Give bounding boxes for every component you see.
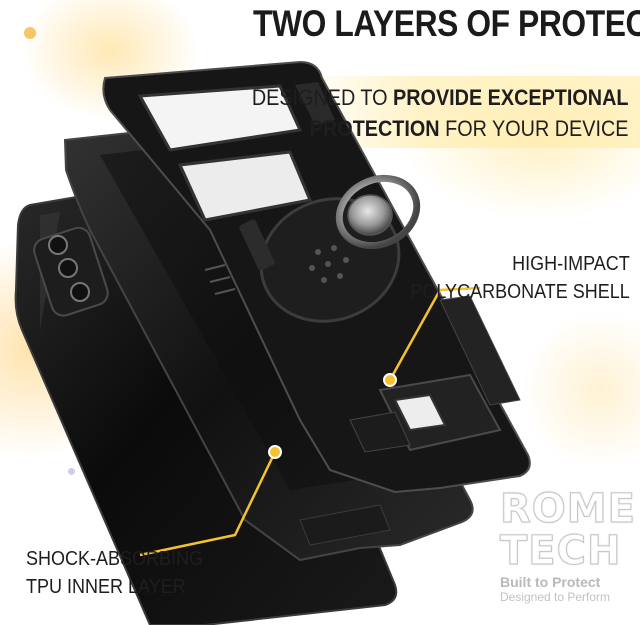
callout-tpu-line1: SHOCK-ABSORBING	[26, 548, 204, 570]
subheading-line2-suffix: FOR YOUR DEVICE	[439, 116, 628, 141]
callout-shell-line1: HIGH-IMPACT	[512, 253, 630, 275]
brand-name-line1: ROME	[499, 486, 636, 532]
callout-tpu-label: SHOCK-ABSORBING TPU INNER LAYER	[26, 545, 203, 601]
brand-subtagline: Designed to Perform	[500, 590, 611, 604]
highlight-band	[300, 76, 640, 148]
callout-shell-label: HIGH-IMPACT POLYCARBONATE SHELL	[411, 250, 630, 306]
subheading-line1-prefix: DESIGNED TO	[251, 85, 393, 110]
callout-tpu-line2: TPU INNER LAYER	[26, 576, 186, 598]
callout-leader-shell	[383, 286, 481, 387]
subheading-line2-bold: PROTECTION	[309, 116, 440, 141]
decorative-dot	[24, 27, 36, 39]
decorative-dot	[68, 468, 75, 475]
brand-name-line2: TECH	[499, 528, 622, 574]
brand-logo: ROME TECH Built to Protect Designed to P…	[499, 486, 636, 604]
subheading: DESIGNED TO PROVIDE EXCEPTIONAL PROTECTI…	[251, 82, 628, 144]
callout-shell-line2: POLYCARBONATE SHELL	[410, 281, 630, 303]
brand-tagline: Built to Protect	[500, 574, 601, 590]
polycarbonate-shell	[102, 60, 531, 494]
page-title: TWO LAYERS OF PROTECTION	[253, 3, 640, 44]
callout-leader-tpu	[139, 445, 282, 557]
subheading-line1-bold: PROVIDE EXCEPTIONAL	[392, 85, 628, 110]
